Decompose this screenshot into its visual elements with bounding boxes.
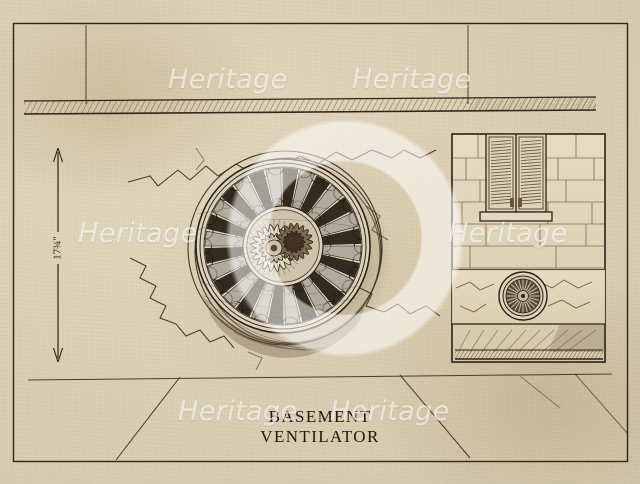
louvered-shutter	[485, 134, 547, 213]
dimension-label-text: 17¾″	[52, 236, 64, 260]
inset-wall-panel	[451, 133, 606, 363]
window-sill	[479, 211, 553, 222]
sheet-border	[12, 22, 629, 463]
dimension-label: 17¾″	[52, 236, 64, 260]
main-ventilator-grille	[187, 150, 392, 358]
wall-construction-lines	[85, 25, 469, 104]
inset-ventilator	[498, 271, 548, 321]
floor-construction-lines	[27, 373, 629, 461]
dimension-arrow	[52, 147, 64, 363]
grade-band	[23, 96, 597, 115]
